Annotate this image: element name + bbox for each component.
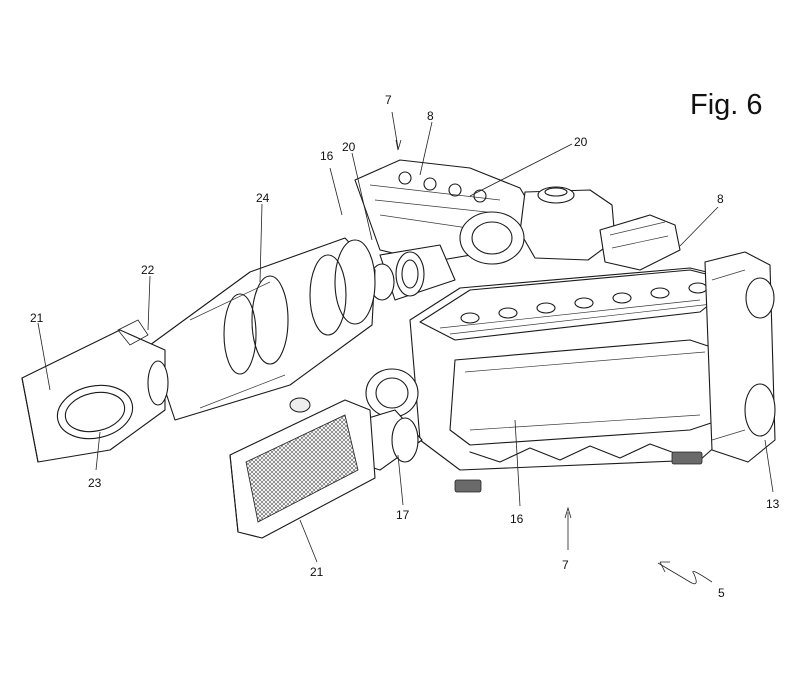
label-20-right: 20 bbox=[574, 135, 588, 149]
label-7-bottom: 7 bbox=[562, 558, 569, 572]
label-8-right: 8 bbox=[717, 192, 724, 206]
front-cylinder-bank bbox=[410, 268, 745, 492]
exhaust-pipe bbox=[370, 245, 455, 300]
label-8-top: 8 bbox=[427, 109, 434, 123]
label-16-bottom: 16 bbox=[510, 512, 524, 526]
label-13: 13 bbox=[766, 497, 780, 511]
label-23: 23 bbox=[88, 476, 102, 490]
expansion-tank bbox=[520, 187, 615, 260]
label-22: 22 bbox=[141, 263, 155, 277]
label-20-center: 20 bbox=[342, 140, 356, 154]
label-5: 5 bbox=[718, 586, 725, 600]
label-21-bottom: 21 bbox=[310, 565, 324, 579]
flywheel-housing bbox=[705, 252, 775, 462]
label-21-left: 21 bbox=[30, 311, 44, 325]
air-filter bbox=[230, 400, 375, 538]
label-7-top: 7 bbox=[385, 93, 392, 107]
tailpipe bbox=[22, 320, 168, 462]
figure-title: Fig. 6 bbox=[690, 89, 763, 121]
catalytic-converter bbox=[150, 238, 375, 420]
label-24: 24 bbox=[256, 191, 270, 205]
label-16-top: 16 bbox=[320, 149, 334, 163]
label-17: 17 bbox=[396, 508, 410, 522]
